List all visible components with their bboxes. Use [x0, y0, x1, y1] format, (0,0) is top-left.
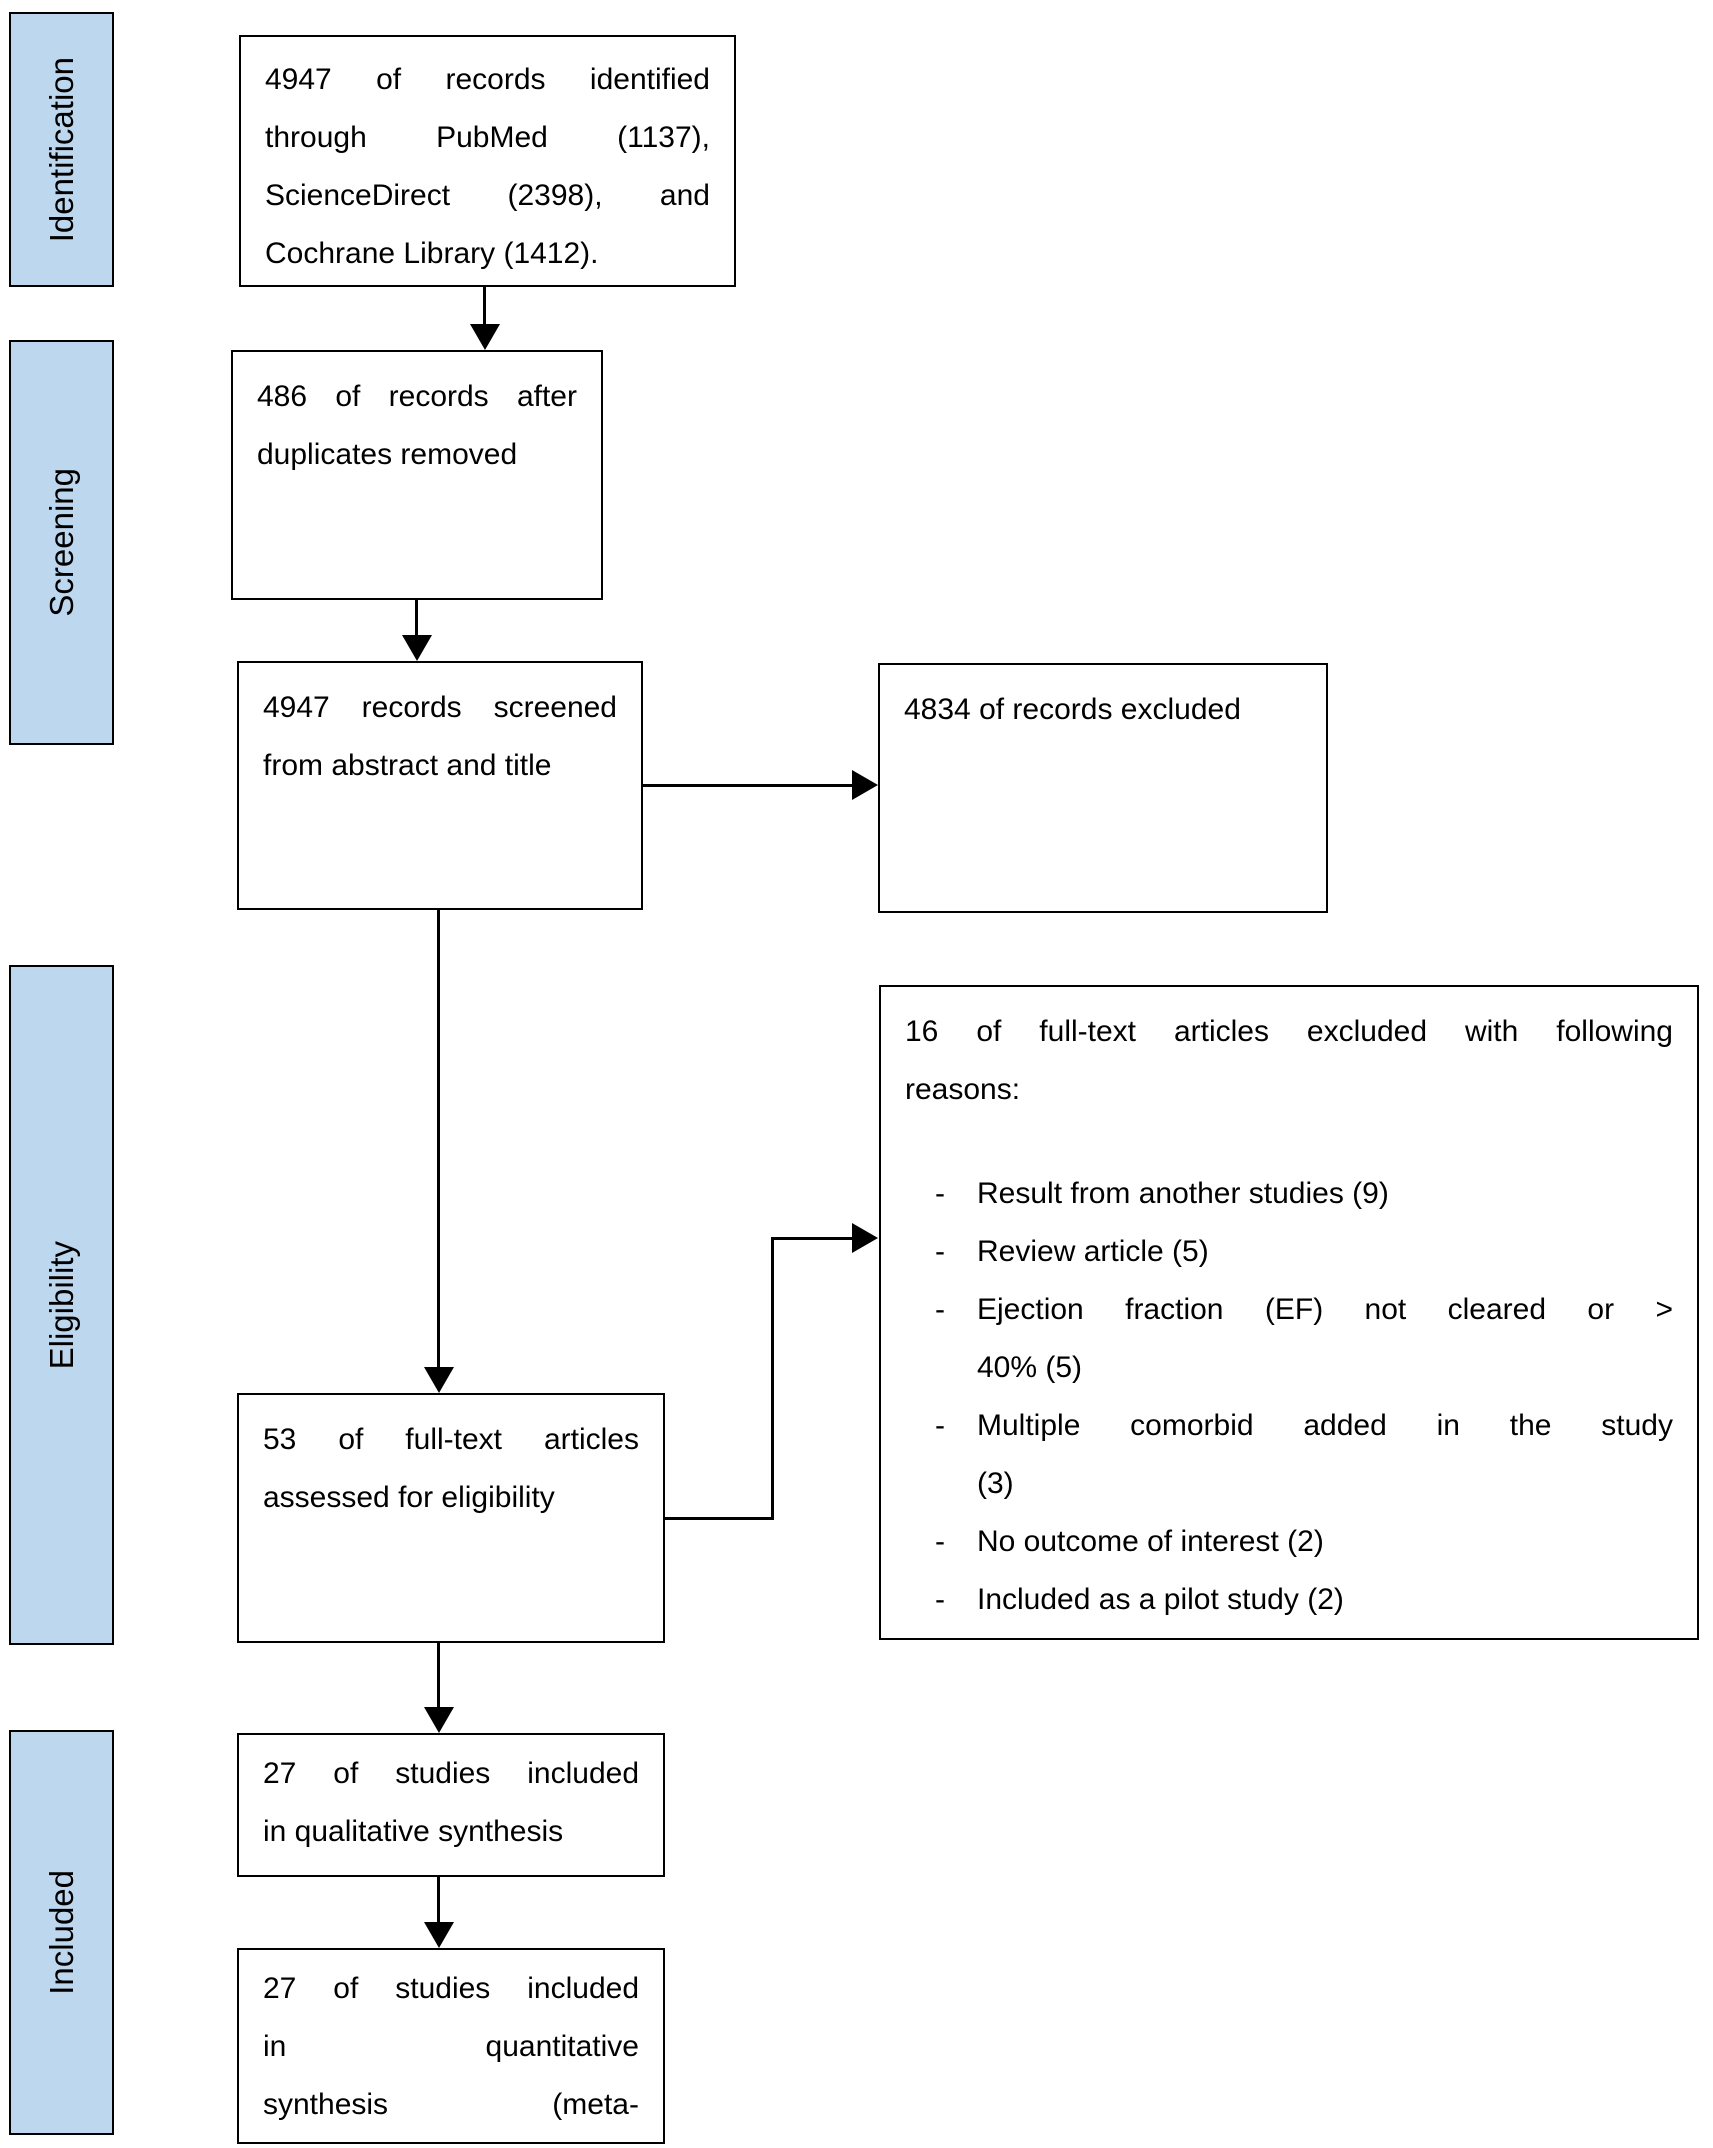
- box-line: 16 of full-text articles excluded with f…: [905, 1015, 1673, 1048]
- box-line: duplicates removed: [257, 438, 518, 471]
- reason-text: Result from another studies (9): [977, 1177, 1389, 1210]
- box-line: assessed for eligibility: [263, 1481, 555, 1514]
- arrowhead-down-icon: [470, 324, 500, 350]
- arrowhead-down-icon: [424, 1707, 454, 1733]
- box-line: 53 of full-text articles: [263, 1423, 639, 1456]
- reason-item: - No outcome of interest (2): [905, 1513, 1673, 1571]
- stage-bar-eligibility: Eligibility: [9, 965, 114, 1645]
- stage-label-eligibility: Eligibility: [42, 1240, 80, 1370]
- box-line: 4834 of records excluded: [904, 693, 1241, 726]
- arrow-line: [415, 600, 418, 637]
- reason-text: Ejection fraction (EF) not cleared or >: [977, 1293, 1673, 1326]
- stage-label-screening: Screening: [42, 468, 80, 617]
- arrow-line: [437, 1877, 440, 1924]
- stage-label-included: Included: [42, 1870, 80, 1995]
- box-line: in qualitative synthesis: [263, 1815, 564, 1848]
- box-fulltext-assessed: 53 of full-text articles assessed for el…: [237, 1393, 665, 1643]
- reason-item: - Ejection fraction (EF) not cleared or …: [905, 1281, 1673, 1397]
- connector-line: [665, 1517, 774, 1520]
- arrowhead-down-icon: [424, 1367, 454, 1393]
- dash-marker: -: [935, 1293, 945, 1326]
- box-line: Cochrane Library (1412).: [265, 237, 599, 270]
- box-after-duplicates: 486 of records after duplicates removed: [231, 350, 603, 600]
- box-line: 27 of studies included: [263, 1972, 639, 2005]
- stage-bar-identification: Identification: [9, 12, 114, 287]
- box-records-excluded: 4834 of records excluded: [878, 663, 1328, 913]
- reason-text: Included as a pilot study (2): [977, 1583, 1344, 1616]
- arrow-line: [483, 287, 486, 327]
- box-line: from abstract and title: [263, 749, 552, 782]
- reason-text: 40% (5): [977, 1351, 1083, 1384]
- arrow-line: [437, 910, 440, 1368]
- connector-line: [771, 1238, 774, 1520]
- reason-text: (3): [977, 1467, 1014, 1500]
- reason-text: No outcome of interest (2): [977, 1525, 1324, 1558]
- arrow-line: [643, 784, 854, 787]
- box-line: 486 of records after: [257, 380, 577, 413]
- dash-marker: -: [935, 1525, 945, 1558]
- reason-text: Multiple comorbid added in the study: [977, 1409, 1673, 1442]
- exclusion-reason-list: - Result from another studies (9) - Revi…: [905, 1165, 1673, 1629]
- reason-item: - Multiple comorbid added in the study (…: [905, 1397, 1673, 1513]
- dash-marker: -: [935, 1409, 945, 1442]
- box-line: synthesis (meta-: [263, 2088, 639, 2121]
- box-line: 4947 records screened: [263, 691, 617, 724]
- reason-text: Review article (5): [977, 1235, 1209, 1268]
- box-line: reasons:: [905, 1073, 1021, 1106]
- dash-marker: -: [935, 1177, 945, 1210]
- box-line: in quantitative: [263, 2030, 639, 2063]
- reason-item: - Review article (5): [905, 1223, 1673, 1281]
- arrowhead-right-icon: [852, 1223, 878, 1253]
- stage-label-identification: Identification: [42, 56, 80, 243]
- arrowhead-right-icon: [852, 770, 878, 800]
- reason-item: - Included as a pilot study (2): [905, 1571, 1673, 1629]
- box-records-identified: 4947 of records identified through PubMe…: [239, 35, 736, 287]
- stage-bar-included: Included: [9, 1730, 114, 2135]
- box-line: 27 of studies included: [263, 1757, 639, 1790]
- arrow-line: [437, 1643, 440, 1709]
- arrowhead-down-icon: [402, 635, 432, 661]
- box-quantitative-synthesis: 27 of studies included in quantitative s…: [237, 1948, 665, 2144]
- dash-marker: -: [935, 1583, 945, 1616]
- box-qualitative-synthesis: 27 of studies included in qualitative sy…: [237, 1733, 665, 1877]
- box-line: through PubMed (1137),: [265, 121, 710, 154]
- connector-line: [771, 1237, 853, 1240]
- reason-item: - Result from another studies (9): [905, 1165, 1673, 1223]
- stage-bar-screening: Screening: [9, 340, 114, 745]
- box-line: 4947 of records identified: [265, 63, 710, 96]
- dash-marker: -: [935, 1235, 945, 1268]
- arrowhead-down-icon: [424, 1922, 454, 1948]
- box-line: ScienceDirect (2398), and: [265, 179, 710, 212]
- box-records-screened: 4947 records screened from abstract and …: [237, 661, 643, 910]
- box-exclusion-reasons: 16 of full-text articles excluded with f…: [879, 985, 1699, 1640]
